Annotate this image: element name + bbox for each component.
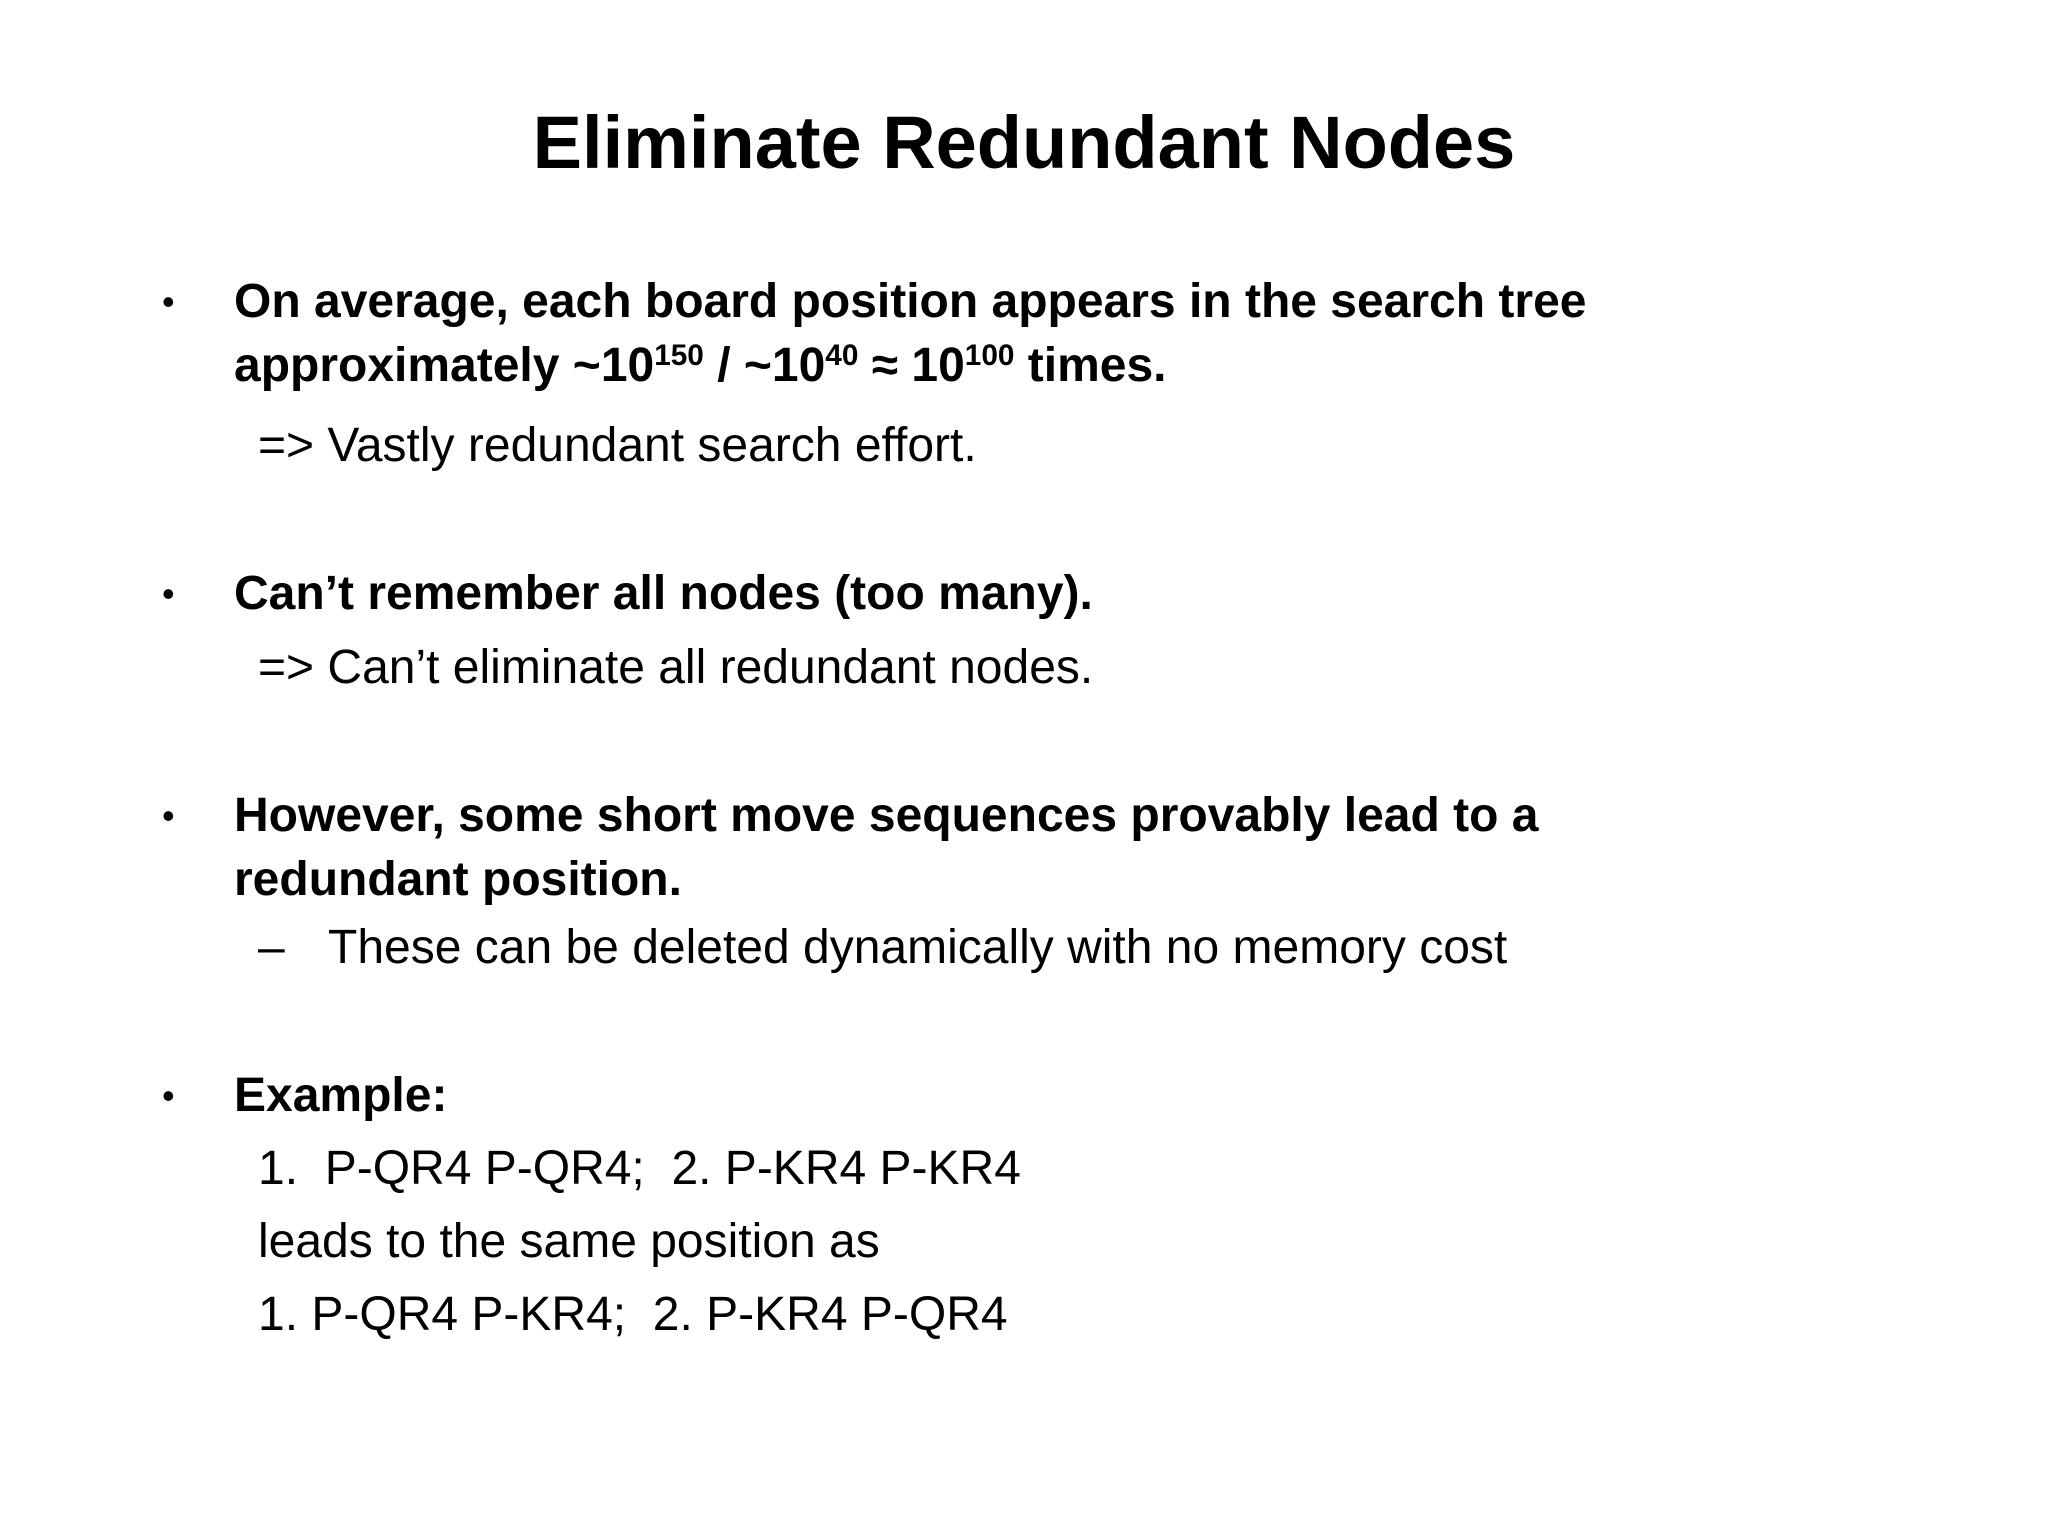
bullet-item: • However, some short move sequences pro… bbox=[160, 784, 1940, 912]
bullet-line-1: However, some short move sequences prova… bbox=[234, 789, 1539, 842]
bullet-group-short-sequences: • However, some short move sequences pro… bbox=[160, 784, 1940, 980]
example-move-line-1: 1. P-QR4 P-QR4; 2. P-KR4 P-KR4 bbox=[258, 1142, 1021, 1195]
bullet-text: Can’t remember all nodes (too many). bbox=[234, 562, 1940, 626]
bullet-item: • On average, each board position appear… bbox=[160, 270, 1940, 404]
bullet-dot-icon: • bbox=[162, 795, 175, 836]
sub-bullet-item: – These can be deleted dynamically with … bbox=[258, 916, 1940, 980]
consequence-line: => Vastly redundant search effort. bbox=[258, 419, 977, 472]
slide-body: • On average, each board position appear… bbox=[160, 270, 1940, 1347]
example-move-line-2: 1. P-QR4 P-KR4; 2. P-KR4 P-QR4 bbox=[258, 1288, 1008, 1341]
bullet-group-cant-remember: • Can’t remember all nodes (too many). =… bbox=[160, 562, 1940, 700]
bullet-line-1: Can’t remember all nodes (too many). bbox=[234, 567, 1093, 620]
bullet-group-example: • Example: 1. P-QR4 P-QR4; 2. P-KR4 P-KR… bbox=[160, 1064, 1940, 1347]
bullet-text: However, some short move sequences prova… bbox=[234, 784, 1940, 912]
example-header: Example: bbox=[234, 1069, 448, 1122]
formula-exponent: 100 bbox=[964, 338, 1015, 372]
sub-bullet-text: These can be deleted dynamically with no… bbox=[328, 921, 1508, 974]
bullet-item: • Can’t remember all nodes (too many). bbox=[160, 562, 1940, 626]
formula-part: / ~10 bbox=[703, 339, 826, 392]
dash-bullet-icon: – bbox=[258, 921, 285, 974]
bullet-line-1: On average, each board position appears … bbox=[234, 275, 1587, 328]
bullet-group-redundant-search: • On average, each board position appear… bbox=[160, 270, 1940, 478]
formula-part: approximately ~10 bbox=[234, 339, 655, 392]
formula-part: ≈ 10 bbox=[858, 339, 965, 392]
slide-title: Eliminate Redundant Nodes bbox=[532, 101, 1516, 184]
example-connector-line: leads to the same position as bbox=[258, 1215, 880, 1268]
formula-exponent: 40 bbox=[825, 338, 859, 372]
formula-exponent: 150 bbox=[654, 338, 704, 372]
bullet-text: Example: bbox=[234, 1064, 1940, 1128]
bullet-item: • Example: bbox=[160, 1064, 1940, 1128]
bullet-dot-icon: • bbox=[162, 281, 175, 322]
consequence-line: => Can’t eliminate all redundant nodes. bbox=[258, 641, 1094, 694]
bullet-dot-icon: • bbox=[162, 1075, 175, 1116]
bullet-text: On average, each board position appears … bbox=[234, 270, 1940, 404]
bullet-dot-icon: • bbox=[162, 573, 175, 614]
bullet-line-2: redundant position. bbox=[234, 853, 682, 906]
formula-part: times. bbox=[1014, 339, 1167, 392]
bullet-line-formula: approximately ~10150 / ~1040 ≈ 10100 tim… bbox=[234, 334, 1940, 404]
